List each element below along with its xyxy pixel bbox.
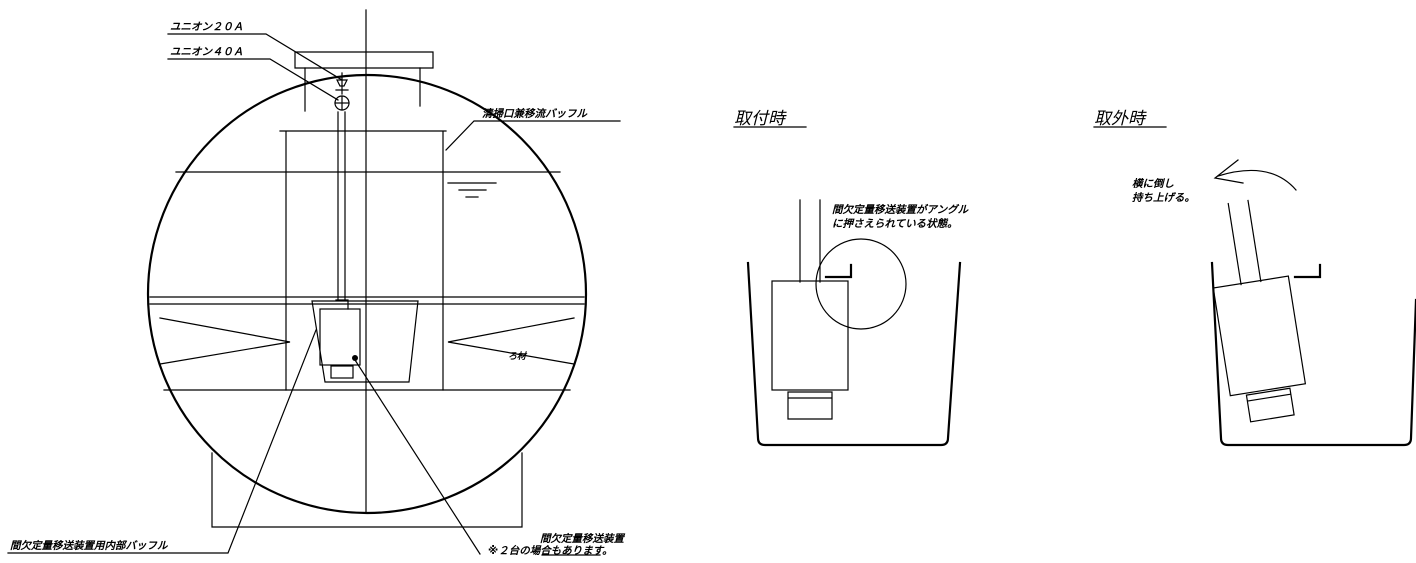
tank-base (211, 452, 523, 528)
mounted-note-line1: 間欠定量移送装置がアングル (832, 203, 969, 216)
leader-device (354, 359, 481, 555)
label-union-20a: ユニオン２０Ａ (170, 21, 244, 33)
mounted-angle (824, 263, 853, 279)
mounted-tank (746, 261, 962, 447)
removed-tank (1210, 261, 1416, 447)
tilt-arrow-arc (1217, 169, 1297, 191)
label-device-line1: 間欠定量移送装置 (540, 532, 625, 545)
label-device-line2: ※２台の場合もあります。 (488, 544, 613, 557)
mounted-note-line2: に押さえられている状態。 (832, 217, 958, 230)
leader-union-20a (167, 33, 343, 81)
mounted-device-foot (787, 391, 833, 420)
manhole-flange (294, 51, 434, 69)
removed-detail: 取外時 横に倒し 持ち上げる。 (1093, 109, 1416, 447)
tank-section: ユニオン２０Ａ ユニオン４０Ａ 清掃口兼移流バッフル ろ材 間欠定量移送装置用内… (7, 9, 625, 557)
label-union-40a: ユニオン４０Ａ (170, 46, 244, 58)
removed-angle (1293, 263, 1322, 279)
union-20a-fitting (335, 72, 349, 95)
mounted-device-body (771, 280, 849, 391)
transfer-device-body (319, 308, 361, 366)
tank-shell (146, 73, 588, 515)
leader-union-40a (167, 58, 339, 101)
removed-device (1212, 199, 1307, 423)
media-hatch-left (159, 317, 291, 365)
label-filter-media: ろ材 (508, 351, 528, 362)
leader-cleaning-baffle (445, 120, 621, 151)
removed-note-line1: 横に倒し (1132, 177, 1174, 190)
leader-inner-baffle (7, 329, 317, 554)
mounted-pipe (799, 199, 821, 283)
media-hatch-right (447, 317, 575, 365)
removed-note-line2: 持ち上げる。 (1132, 191, 1195, 204)
removed-title: 取外時 (1094, 109, 1147, 129)
riser-pipe (335, 111, 349, 310)
mounted-detail: 取付時 間欠定量移送装置がアングル に押さえられている状態。 (733, 109, 969, 447)
mounted-title: 取付時 (734, 109, 787, 129)
transfer-baffle (279, 130, 447, 391)
label-inner-baffle: 間欠定量移送装置用内部バッフル (10, 539, 168, 552)
tilt-arrow-head (1213, 159, 1244, 184)
inner-baffle (311, 300, 419, 383)
manhole-riser (304, 67, 421, 112)
mounted-detail-circle (815, 238, 907, 330)
transfer-device-foot (330, 365, 354, 379)
water-level-mark (447, 182, 497, 198)
label-cleaning-baffle: 清掃口兼移流バッフル (482, 107, 587, 120)
